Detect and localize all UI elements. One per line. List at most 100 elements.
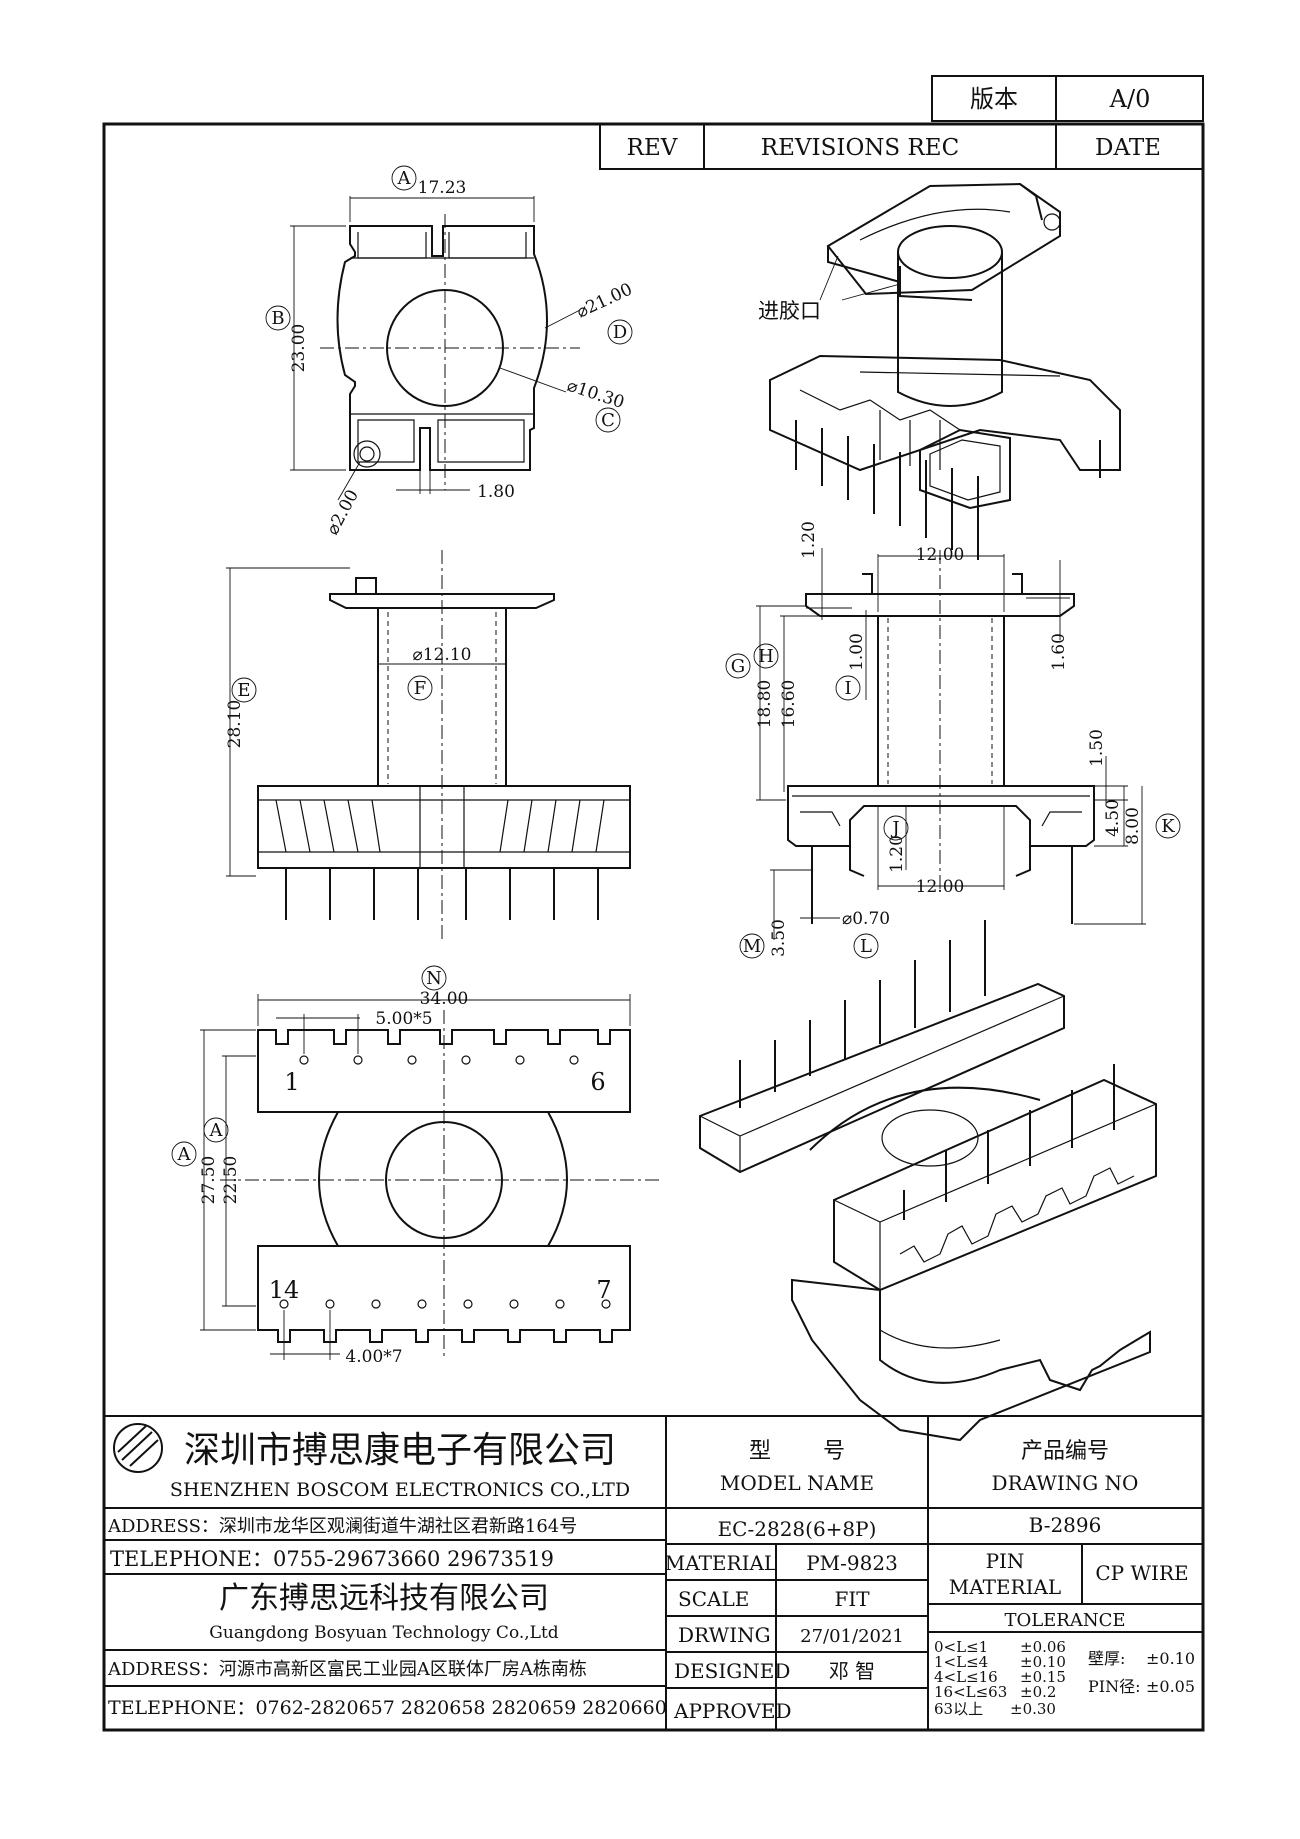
dim-120-mid-tag: J — [890, 818, 899, 839]
dia-inner-tag: C — [601, 410, 615, 431]
dim-8-00: 8.00 — [1123, 807, 1143, 845]
drwing-label: DRWING — [678, 1623, 771, 1647]
date-label: DATE — [1095, 135, 1161, 161]
tolerance-value: ±0.2 — [1020, 1683, 1056, 1701]
company-logo-icon — [113, 1423, 163, 1473]
dim-1-00: 1.00 — [847, 633, 867, 671]
core-dia: ⌀12.10 — [413, 645, 472, 665]
dim-3-50: 3.50 — [769, 919, 789, 957]
telephone-2: TELEPHONE：0762-2820657 2820658 2820659 2… — [108, 1697, 667, 1719]
model-label-en: MODEL NAME — [720, 1471, 874, 1495]
company2-name-cn: 广东搏思远科技有限公司 — [219, 1581, 549, 1616]
tolerance-value: ±0.15 — [1020, 1668, 1066, 1686]
dim-166-tag: H — [758, 646, 774, 667]
tolerance-range: 63以上 — [934, 1700, 983, 1718]
width-tag: N — [426, 968, 442, 989]
title-block: 深圳市搏思康电子有限公司 SHENZHEN BOSCOM ELECTRONICS… — [103, 1415, 1204, 1731]
company2-name-en: Guangdong Bosyuan Technology Co.,Ltd — [209, 1623, 559, 1643]
dim-pin-dia: ⌀0.70 — [842, 909, 890, 929]
dia-21-00: ⌀21.00 — [574, 280, 636, 323]
wall-value: ±0.10 — [1146, 1649, 1195, 1668]
dim-1-60: 1.60 — [1049, 633, 1069, 671]
revisions-rec-label: REVISIONS REC — [761, 135, 959, 161]
dia-10-30: ⌀10.30 — [564, 376, 626, 413]
dim-16-60: 16.60 — [779, 680, 799, 729]
revision-header: 版本 A/0 REV REVISIONS REC DATE — [599, 75, 1204, 170]
model-value: EC-2828(6+8P) — [718, 1517, 877, 1541]
dim-pin-tag: L — [860, 936, 872, 957]
bottom-view: 1 6 14 7 34.00 N 5.00*5 4.00*7 27.50 A 2… — [171, 965, 660, 1367]
drawing-value: B-2896 — [1029, 1513, 1102, 1537]
dim-12-00-top: 12.00 — [916, 545, 965, 565]
pin-14-label: 14 — [269, 1276, 300, 1304]
version-label: 版本 — [970, 85, 1018, 113]
gate-label: 进胶口 — [758, 299, 821, 323]
dim-350-tag: M — [743, 936, 761, 957]
drawing-label-en: DRAWING NO — [992, 1471, 1139, 1495]
pin-dia-value: ±0.05 — [1146, 1677, 1195, 1696]
tolerance-range: 0<L≤1 — [934, 1638, 988, 1656]
top-view: A 17.23 23.00 B ⌀21.00 D ⌀10.30 C ⌀2.00 … — [265, 165, 636, 538]
pin-1-label: 1 — [284, 1068, 299, 1096]
tolerance-range: 16<L≤63 — [934, 1683, 1007, 1701]
front-view: 28.10 E ⌀12.10 F — [225, 550, 631, 940]
tolerance-range: 4<L≤16 — [934, 1668, 998, 1686]
drwing-value: 27/01/2021 — [800, 1626, 904, 1647]
dim-23-00: 23.00 — [289, 324, 309, 373]
pin-material-label-b: MATERIAL — [949, 1575, 1061, 1599]
dim-34-00: 34.00 — [420, 989, 469, 1009]
designed-label: DESIGNED — [674, 1659, 790, 1683]
pitch-bottom: 4.00*7 — [345, 1347, 402, 1367]
version-value: A/0 — [1109, 85, 1151, 113]
side-view: 12.00 1.20 18.80 G 16.60 H 1.00 I 1.60 1… — [725, 521, 1181, 959]
approved-label: APPROVED — [673, 1699, 792, 1723]
pitch-top: 5.00*5 — [375, 1009, 432, 1029]
tolerance-value: ±0.06 — [1020, 1638, 1066, 1656]
drawing-label-cn: 产品编号 — [1021, 1439, 1109, 1464]
tolerance-value: ±0.30 — [1010, 1700, 1056, 1718]
wall-label: 壁厚: — [1088, 1649, 1125, 1668]
dim-a-tag: A — [397, 168, 412, 189]
address-2: ADDRESS：河源市高新区富民工业园A区联体厂房A栋南栋 — [107, 1659, 587, 1680]
dim-100-tag: I — [844, 678, 851, 699]
dia-outer-tag: D — [613, 322, 627, 343]
tolerance-value: ±0.10 — [1020, 1653, 1066, 1671]
height-tag: E — [237, 680, 250, 701]
dim-1-20-top: 1.20 — [799, 521, 819, 559]
scale-value: FIT — [834, 1587, 870, 1611]
dim-b-tag: B — [271, 308, 284, 329]
telephone-1: TELEPHONE：0755-29673660 29673519 — [110, 1547, 554, 1571]
model-label-cn-b: 号 — [823, 1439, 845, 1464]
model-label-cn-a: 型 — [749, 1439, 771, 1464]
dim-188-tag: G — [731, 656, 745, 677]
pin-6-label: 6 — [590, 1068, 605, 1096]
dim-275-tag: A — [177, 1144, 192, 1165]
dim-225-tag: A — [209, 1120, 224, 1141]
dim-17-23: 17.23 — [418, 178, 467, 198]
tolerance-range: 1<L≤4 — [934, 1653, 988, 1671]
isometric-view-bottom — [699, 920, 1157, 1442]
designed-value: 邓 智 — [829, 1659, 875, 1683]
dim-28-10: 28.10 — [225, 700, 245, 749]
dim-27-50: 27.50 — [199, 1156, 219, 1205]
isometric-view-top: 进胶口 — [758, 182, 1121, 560]
company-name-en: SHENZHEN BOSCOM ELECTRONICS CO.,LTD — [170, 1479, 630, 1501]
dia-2-00: ⌀2.00 — [323, 486, 363, 538]
tolerance-table: 0<L≤1 ±0.06 1<L≤4 ±0.10 4<L≤16 ±0.15 16<… — [934, 1638, 1195, 1718]
dim-1-50: 1.50 — [1087, 729, 1107, 767]
rev-label: REV — [627, 135, 678, 161]
company-name-cn: 深圳市搏思康电子有限公司 — [184, 1430, 616, 1471]
material-label: MATERIAL — [665, 1551, 777, 1575]
core-tag: F — [414, 678, 427, 699]
slot-1-80: 1.80 — [477, 482, 515, 502]
dim-18-80: 18.80 — [755, 680, 775, 729]
dim-4-50: 4.50 — [1103, 799, 1123, 837]
pin-dia-label: PIN径: — [1088, 1677, 1140, 1696]
pin-7-label: 7 — [596, 1276, 611, 1304]
material-value: PM-9823 — [806, 1551, 898, 1575]
dim-800-tag: K — [1161, 816, 1175, 837]
scale-label: SCALE — [678, 1587, 749, 1611]
tolerance-label: TOLERANCE — [1004, 1610, 1125, 1631]
address-1: ADDRESS：深圳市龙华区观澜街道牛湖社区君新路164号 — [107, 1516, 577, 1537]
